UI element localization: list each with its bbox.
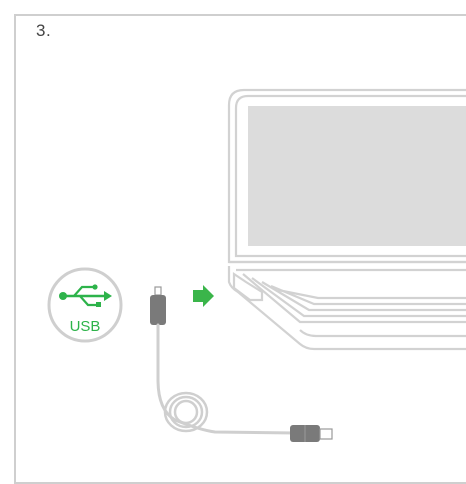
laptop-illustration <box>229 90 466 349</box>
illustration: USB <box>0 0 466 465</box>
arrow-right-icon <box>193 285 214 307</box>
usb-badge: USB <box>49 269 121 341</box>
laptop-screen <box>248 106 466 246</box>
usb-label: USB <box>70 318 101 335</box>
usb-cable <box>150 287 332 442</box>
usb-plug <box>150 295 166 325</box>
